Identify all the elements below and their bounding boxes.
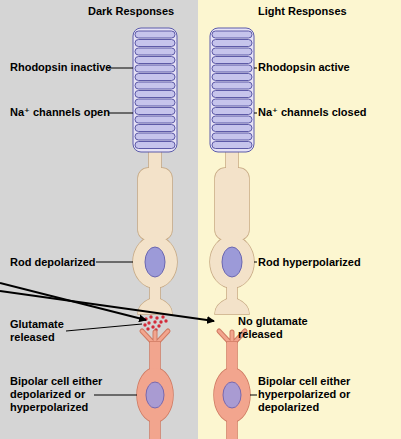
rhodopsin-disc [135,74,175,81]
rhodopsin-disc [135,82,175,89]
callout-label: Rhodopsin inactive [10,61,120,74]
glutamate-dot [164,319,167,322]
rhodopsin-disc [212,133,252,140]
rhodopsin-disc [135,65,175,72]
rhodopsin-disc [135,116,175,123]
inner-segment [210,236,254,288]
glutamate-dot [155,316,158,319]
callout-label: No glutamate released [238,315,320,341]
rhodopsin-disc [212,142,252,149]
glutamate-dot [149,315,152,318]
bipolar-body [214,368,250,422]
panel-title: Dark Responses [88,5,174,18]
inner-segment [133,236,177,288]
leader-line [96,262,133,263]
leader-line [108,113,133,114]
rhodopsin-disc [212,99,252,106]
callout-label: Rod hyperpolarized [258,256,398,269]
rod-nucleus [145,247,165,277]
callout-label: Na⁺ channels closed [258,106,398,119]
bipolar-body-fill [137,368,173,422]
bipolar-body-fill [227,342,237,372]
inner-segment-fill [138,168,172,240]
rhodopsin-disc [212,31,252,38]
rhodopsin-disc [212,65,252,72]
leader-line [94,395,137,396]
rhodopsin-disc [212,108,252,115]
glutamate-dot [151,325,154,328]
glutamate-dot [146,327,149,330]
callout-label: Rod depolarized [10,256,120,269]
rhodopsin-disc [212,82,252,89]
bipolar-body [150,416,160,439]
callout-label: Bipolar cell either depolarized or hyper… [10,375,122,414]
rhodopsin-disc [212,125,252,132]
leader-line [250,395,257,396]
outer-segment [133,28,177,152]
rhodopsin-disc [135,48,175,55]
glutamate-dot [161,315,164,318]
inner-segment-fill [210,236,254,288]
bipolar-nucleus [146,382,164,408]
glutamate-dot [159,320,162,323]
bipolar-body-fill [150,416,160,439]
callout-label: Bipolar cell either hyperpolarized or de… [258,375,382,414]
rhodopsin-disc [212,40,252,47]
rhodopsin-disc [212,57,252,64]
rhodopsin-disc [135,91,175,98]
leader-line [254,262,257,263]
glutamate-dot [143,323,146,326]
callout-label: Glutamate released [10,318,76,344]
bipolar-body-fill [150,342,160,372]
bipolar-body-fill [227,416,237,439]
rhodopsin-disc [135,31,175,38]
callout-label: Na⁺ channels open [10,106,120,119]
rhodopsin-disc [135,57,175,64]
panel-title: Light Responses [258,5,347,18]
rod-nucleus [222,247,242,277]
rhodopsin-disc [212,48,252,55]
glutamate-dot [147,321,150,324]
rhodopsin-disc [135,125,175,132]
rhodopsin-disc [135,108,175,115]
bipolar-body [137,368,173,422]
rhodopsin-disc [135,142,175,149]
outer-segment [210,28,254,152]
rhodopsin-disc [212,74,252,81]
leader-line [254,113,257,114]
glutamate-dot [153,320,156,323]
glutamate-dot [157,324,160,327]
bipolar-body [227,416,237,439]
bipolar-body-fill [214,368,250,422]
rhodopsin-disc [212,116,252,123]
inner-segment-fill [215,168,249,240]
inner-segment [138,168,172,240]
bipolar-nucleus [223,382,241,408]
rhodopsin-disc [135,133,175,140]
rhodopsin-disc [135,99,175,106]
bipolar-body [150,342,160,372]
leader-line [108,68,133,69]
inner-segment [215,168,249,240]
leader-line [254,68,257,69]
rhodopsin-disc [135,40,175,47]
bipolar-body [227,342,237,372]
rhodopsin-disc [212,91,252,98]
callout-label: Rhodopsin active [258,61,398,74]
inner-segment-fill [133,236,177,288]
